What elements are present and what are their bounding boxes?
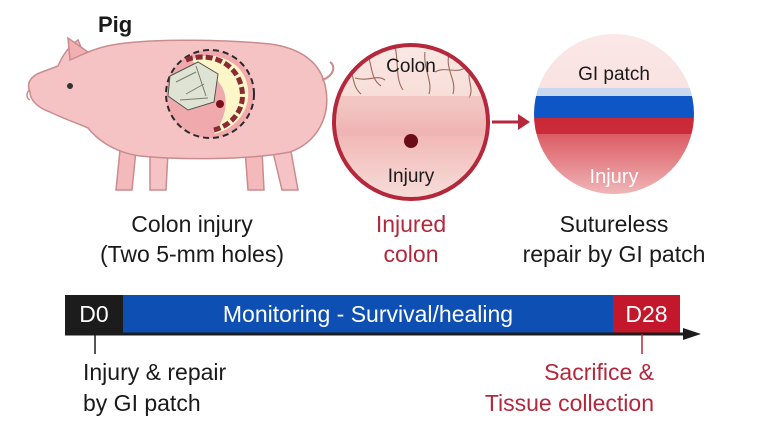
colon-label: Colon [386, 56, 436, 77]
injured-colon-illustration [332, 43, 505, 201]
timeline-end-label: D28 [625, 301, 668, 327]
patch-caption-line1: Sutureless [559, 211, 669, 237]
timeline-bar: D0 Monitoring - Survival/healing D28 [65, 295, 680, 333]
timeline-end-segment: D28 [613, 295, 680, 333]
pig-eye-icon [67, 83, 73, 89]
colon-inset-icon [165, 49, 255, 139]
pig-caption: Colon injury (Two 5-mm holes) [100, 209, 284, 269]
arrow-right-icon [492, 114, 530, 130]
colon-caption-line1: Injured [375, 211, 447, 237]
timeline-end-note: Sacrifice & Tissue collection [485, 357, 654, 419]
timeline-start-note: Injury & repair by GI patch [83, 357, 226, 419]
timeline-monitoring-label: Monitoring - Survival/healing [222, 301, 514, 327]
timeline-start-segment: D0 [65, 295, 123, 333]
pig-title: Pig [98, 12, 133, 37]
pig-illustration [26, 36, 335, 191]
timeline-end-note-line2: Tissue collection [484, 390, 654, 416]
patch-injury-label: Injury [589, 166, 639, 188]
colon-caption: Injured colon [376, 209, 446, 269]
gi-patch-illustration [534, 34, 694, 194]
timeline-start-note-line2: by GI patch [83, 390, 201, 416]
timeline-end-note-line1: Sacrifice & [544, 359, 654, 385]
patch-caption: Sutureless repair by GI patch [523, 209, 706, 269]
timeline-start-note-line1: Injury & repair [83, 359, 227, 385]
timeline-arrow-icon [65, 328, 701, 354]
pig-caption-line1: Colon injury [131, 211, 253, 237]
patch-caption-line2: repair by GI patch [522, 241, 706, 267]
colon-caption-line2: colon [383, 241, 439, 267]
pig-caption-line2: (Two 5-mm holes) [99, 241, 285, 267]
colon-injury-label: Injury [387, 166, 435, 187]
timeline-monitoring-segment: Monitoring - Survival/healing [123, 295, 613, 333]
timeline-start-label: D0 [79, 301, 109, 327]
gi-patch-label: GI patch [578, 64, 650, 85]
